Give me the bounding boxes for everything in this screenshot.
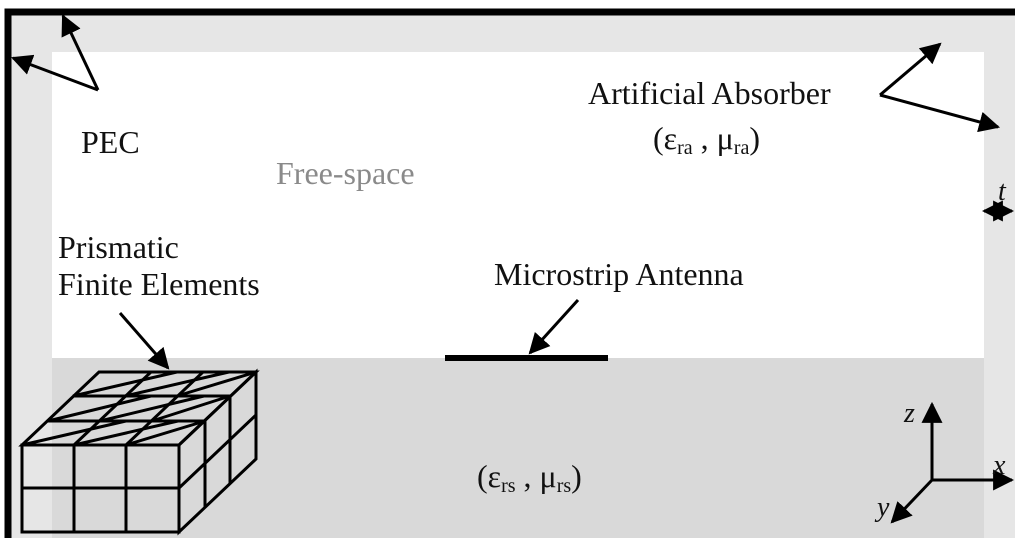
z-axis-label: z	[904, 398, 915, 429]
pec-boundary	[4, 8, 1015, 538]
absorber-arrow-right	[879, 93, 1001, 133]
pec-arrow-top	[61, 14, 100, 91]
substrate-material-params: (εrs , μrs)	[477, 458, 582, 497]
y-axis-arrow	[890, 478, 934, 524]
absorber-arrow-top	[879, 42, 942, 97]
y-axis-label: y	[877, 492, 890, 523]
pec-label: PEC	[81, 124, 140, 160]
substrate-region	[52, 358, 984, 538]
free-space-label: Free-space	[276, 155, 415, 191]
microstrip-antenna-label: Microstrip Antenna	[494, 256, 744, 292]
prismatic-mesh	[18, 368, 260, 536]
x-axis-label: x	[993, 450, 1006, 481]
microstrip-arrow	[528, 298, 580, 355]
prismatic-arrow	[118, 312, 170, 370]
coordinate-axes	[890, 401, 1015, 524]
prismatic-label-line2: Finite Elements	[58, 266, 260, 302]
pec-arrow-left	[11, 54, 99, 92]
artificial-absorber-label: Artificial Absorber	[588, 75, 831, 111]
thickness-label: t	[998, 176, 1006, 207]
absorber-material-params: (εra , μra)	[653, 120, 760, 159]
prismatic-label-line1: Prismatic	[58, 229, 179, 265]
free-space-region	[52, 52, 984, 358]
